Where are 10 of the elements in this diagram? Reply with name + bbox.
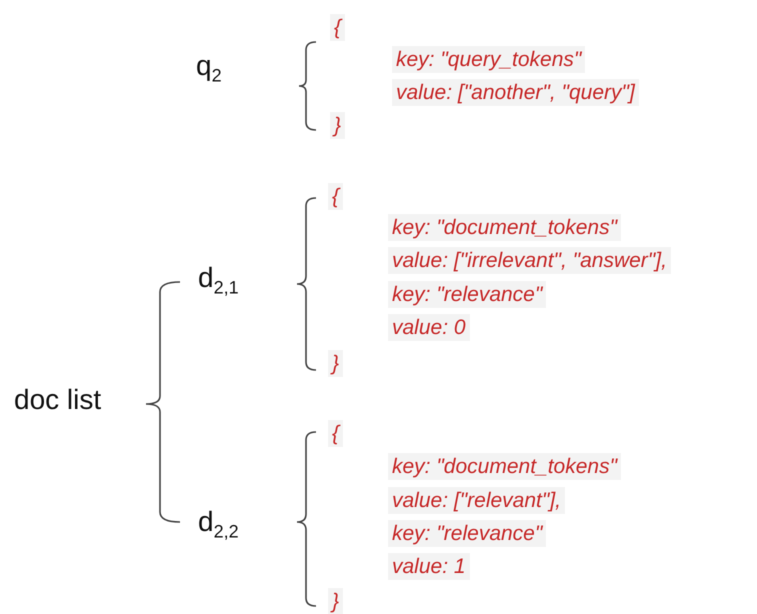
brace: { [328, 183, 344, 210]
symbol-label: d$_{2,1}$ [198, 264, 239, 297]
brace: } [328, 588, 344, 614]
brace: { [330, 14, 346, 41]
symbol-label: doc list [14, 386, 102, 414]
brace: { [328, 420, 344, 447]
brace: } [330, 112, 346, 139]
symbol-label: q$_{2}$ [196, 52, 222, 85]
brace: } [328, 350, 344, 377]
symbol-label: d$_{2,2}$ [198, 508, 239, 541]
